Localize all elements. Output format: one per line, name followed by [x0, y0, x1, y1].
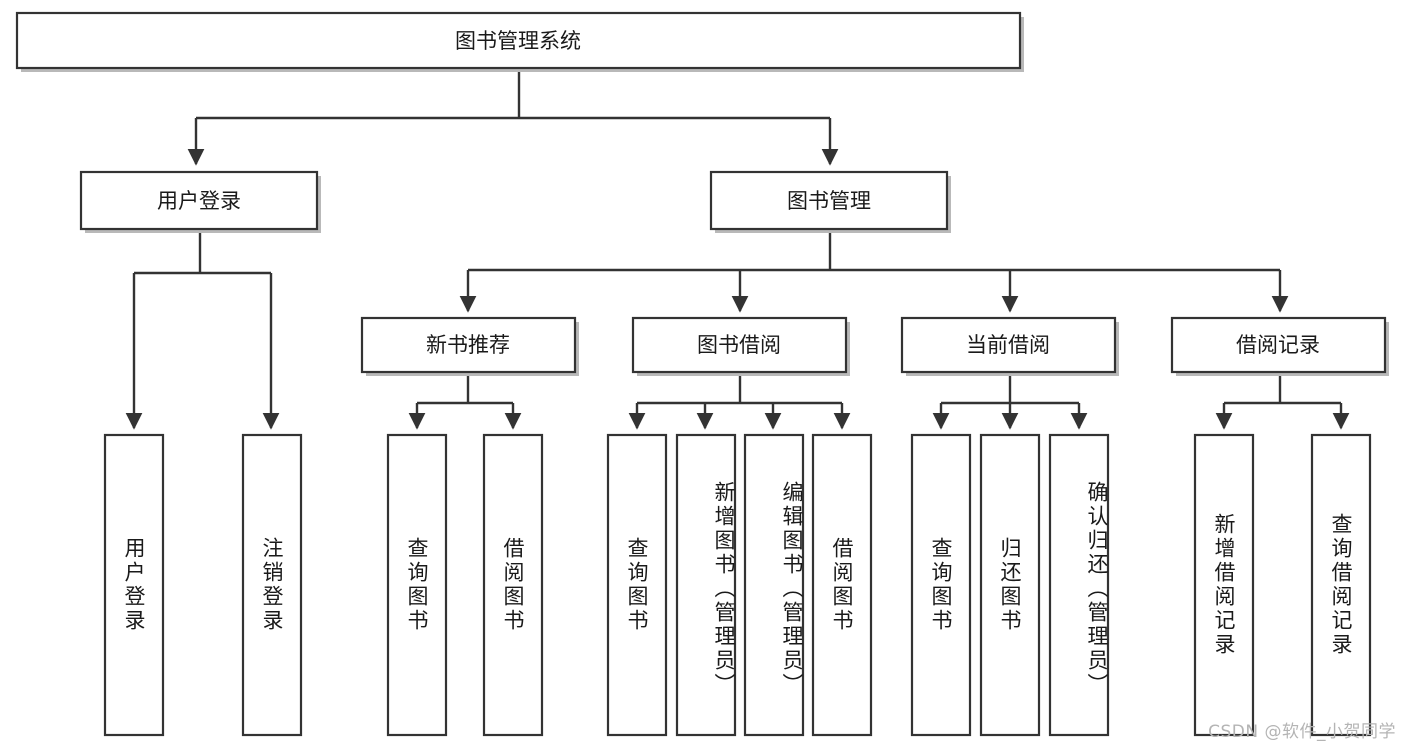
- node-book-mgmt-label: 图书管理: [787, 189, 871, 213]
- leaf-box-add-record[interactable]: [1193, 433, 1255, 737]
- leaf-box-query-book-1[interactable]: [386, 433, 448, 737]
- node-book-borrow-label: 图书借阅: [697, 333, 781, 357]
- node-new-book-rec[interactable]: 新书推荐: [360, 316, 579, 376]
- node-current-borrow-label: 当前借阅: [966, 333, 1050, 357]
- leaf-box-user-login[interactable]: [103, 433, 165, 737]
- leaf-box-logout-login[interactable]: [241, 433, 303, 737]
- node-current-borrow[interactable]: 当前借阅: [900, 316, 1119, 376]
- node-layer: 图书管理系统 用户登录 图书管理 新书推荐: [15, 11, 1389, 737]
- leaf-box-return-book[interactable]: [979, 433, 1041, 737]
- node-book-borrow[interactable]: 图书借阅: [631, 316, 850, 376]
- node-borrow-record[interactable]: 借阅记录: [1170, 316, 1389, 376]
- node-user-login[interactable]: 用户登录: [79, 170, 321, 233]
- connector-layer: [125, 68, 1350, 430]
- node-root[interactable]: 图书管理系统: [15, 11, 1024, 72]
- leaf-box-borrow-book-2[interactable]: [811, 433, 873, 737]
- node-user-login-label: 用户登录: [157, 189, 241, 213]
- leaf-box-edit-book[interactable]: [743, 433, 805, 737]
- leaf-box-query-book-2[interactable]: [606, 433, 668, 737]
- csdn-watermark: CSDN @软件_小贺同学: [1208, 722, 1396, 742]
- node-new-book-rec-label: 新书推荐: [426, 333, 510, 357]
- leaf-box-query-record[interactable]: [1310, 433, 1372, 737]
- node-borrow-record-label: 借阅记录: [1236, 333, 1320, 357]
- leaf-box-confirm-return[interactable]: [1048, 433, 1110, 737]
- leaf-box-group: [103, 433, 1372, 737]
- node-root-label: 图书管理系统: [455, 29, 581, 53]
- leaf-box-borrow-book-1[interactable]: [482, 433, 544, 737]
- node-book-mgmt[interactable]: 图书管理: [709, 170, 951, 233]
- leaf-box-query-book-3[interactable]: [910, 433, 972, 737]
- leaf-box-add-book[interactable]: [675, 433, 737, 737]
